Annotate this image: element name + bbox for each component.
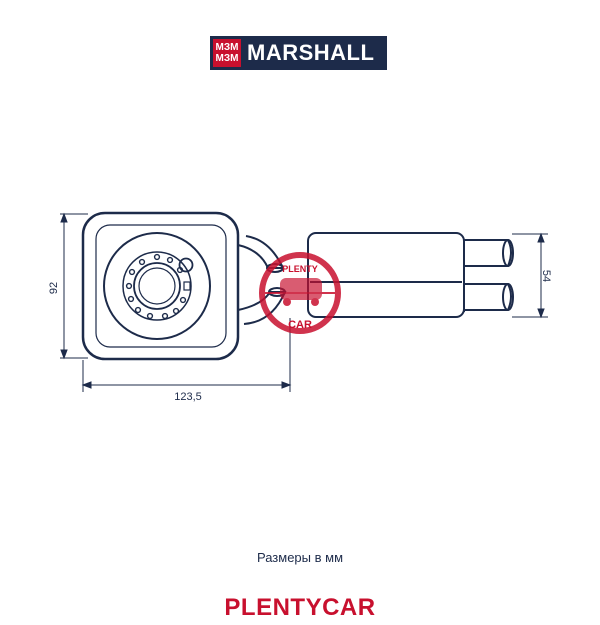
logo-mark-bottom: МЗМ	[215, 53, 239, 64]
outlet-pipes	[464, 239, 514, 311]
pipe-spacing-dimension	[512, 232, 548, 319]
logo-text: MARSHALL	[247, 40, 375, 65]
watermark-top-text: PLENTY	[282, 264, 318, 274]
width-label: 123,5	[174, 391, 202, 403]
plentycar-watermark-icon	[259, 252, 341, 334]
logo-mark-icon: МЗМ МЗМ	[213, 39, 241, 67]
height-label: 92	[48, 282, 60, 294]
pipe-spacing-label: 54	[540, 270, 552, 282]
brand-title: PLENTYCAR	[224, 594, 376, 621]
bolt-holes	[125, 253, 187, 320]
marshall-logo: МЗМ МЗМ MARSHALL	[210, 36, 387, 70]
logo-mark-top: МЗМ	[215, 42, 239, 53]
cooler-housing	[81, 211, 240, 361]
width-dimension	[81, 318, 292, 392]
units-caption: Размеры в мм	[256, 550, 344, 565]
height-dimension	[60, 212, 88, 360]
watermark-bottom-text: CAR	[288, 319, 312, 331]
